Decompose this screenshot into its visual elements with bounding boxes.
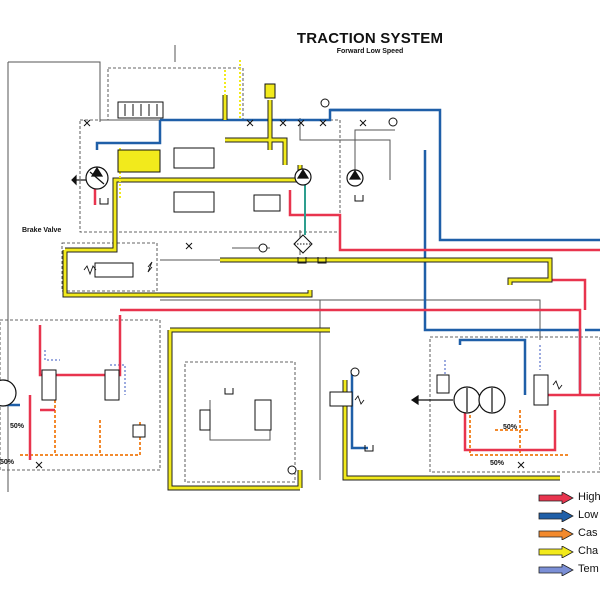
right-solenoid-valve — [436, 374, 450, 394]
line-mid-right — [220, 299, 541, 340]
brake-valve-body — [94, 262, 134, 278]
left-motor-icon — [0, 379, 17, 407]
pressure-filter-valve — [253, 194, 281, 212]
pumps-motors — [0, 166, 506, 414]
low-right-motor — [458, 338, 527, 395]
pct-label-left-1: 50% — [10, 423, 25, 430]
check-valve-top-2 — [388, 117, 398, 127]
legend-item: High — [538, 491, 600, 505]
center-relief-valve — [254, 399, 272, 431]
low-right-branch — [423, 150, 582, 390]
main-pump-icon — [85, 166, 109, 190]
line-right-branch — [299, 118, 391, 180]
line-top-horizontal — [8, 61, 101, 122]
valve-blocks — [41, 83, 549, 438]
legend-item: Tem — [538, 563, 600, 577]
legend-label: Cas — [578, 527, 598, 539]
line-mid-horizontal — [160, 299, 321, 480]
cross-symbols — [35, 119, 525, 469]
right-motor-a-icon — [453, 386, 481, 414]
high-pressure-lines — [28, 180, 600, 460]
case-drain-lines — [20, 400, 570, 456]
legend-item: Cha — [538, 545, 600, 559]
high-mid-run — [120, 308, 582, 395]
left-flush-valve — [104, 369, 120, 401]
enclosure-center-module — [184, 361, 296, 483]
legend-label: Low — [578, 509, 599, 521]
tank-symbols — [99, 195, 374, 452]
high-top — [288, 190, 600, 252]
legend-arrow-icon — [538, 564, 574, 576]
center-check-valve — [199, 409, 211, 431]
high-right-motor — [463, 400, 557, 452]
low-top-loop — [95, 120, 162, 150]
charge-pump-icon — [294, 168, 312, 186]
accumulator-icon — [264, 83, 276, 99]
brake-valve-label: Brake Valve — [22, 227, 62, 234]
filter-icon — [293, 234, 313, 254]
legend-label: Cha — [578, 545, 599, 557]
legend-arrow-icon — [538, 528, 574, 540]
check-valve-top-1 — [320, 98, 330, 108]
pct-label-right-1: 50% — [503, 424, 518, 431]
line-top-right — [354, 129, 395, 180]
check-valve-center — [287, 465, 297, 475]
check-valve-right — [350, 367, 360, 377]
center-selector-valve — [329, 391, 353, 407]
pct-label-left-2: 50% — [0, 459, 15, 466]
legend-label: Tem — [578, 563, 599, 575]
legend-label: High — [578, 491, 600, 503]
check-valve-gauge — [258, 243, 268, 253]
shaft-arrows — [71, 174, 453, 406]
right-shuttle-valve — [533, 374, 549, 406]
legend-arrow-icon — [538, 546, 574, 558]
enclosure-right-motor — [429, 336, 600, 473]
aux-pump-icon — [346, 169, 364, 187]
pct-label-right-2: 50% — [490, 460, 505, 467]
enclosure-brake-valve — [61, 242, 158, 292]
legend-arrow-icon — [538, 492, 574, 504]
left-relief-valve — [132, 424, 146, 438]
servo-valve-b — [173, 191, 215, 213]
enclosures — [0, 67, 600, 483]
springs — [83, 261, 563, 405]
high-upper-right — [510, 278, 587, 310]
enclosure-top-valve — [107, 67, 244, 121]
check-valves — [258, 98, 398, 475]
legend-arrow-icon — [538, 510, 574, 522]
low-upper-main — [330, 108, 600, 242]
low-top-run — [160, 108, 390, 122]
control-valve-yellow — [117, 149, 161, 173]
servo-valve-a — [173, 147, 215, 169]
legend-item: Low — [538, 509, 600, 523]
page-title: TRACTION SYSTEM — [296, 30, 444, 47]
left-shuttle-valve — [41, 369, 57, 401]
enclosure-left-motor — [0, 319, 161, 471]
low-center-down — [350, 370, 368, 450]
legend-item: Cas — [538, 527, 600, 541]
right-motor-b-icon — [478, 386, 506, 414]
high-left-motor — [38, 315, 122, 377]
page-subtitle: Forward Low Speed — [336, 48, 404, 55]
